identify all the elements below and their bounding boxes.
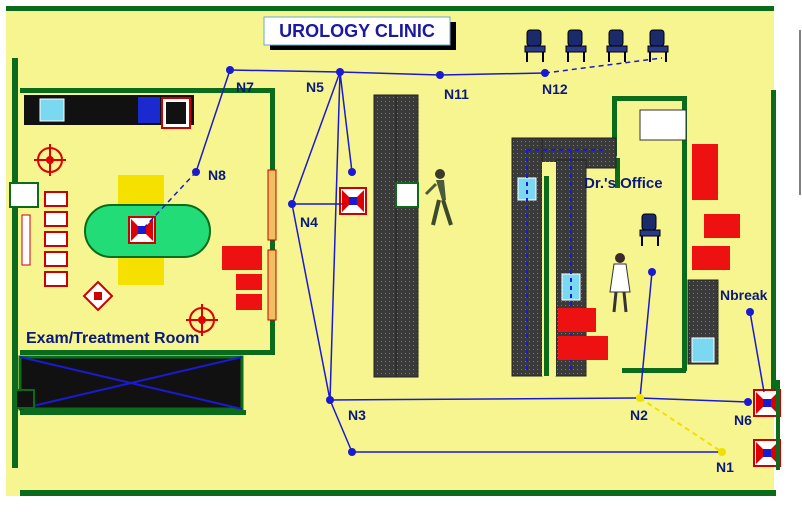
walking-person-icon (424, 169, 453, 226)
node-label-n11: N11 (444, 86, 469, 102)
exam-shelf-4 (44, 251, 68, 267)
node-label-n2: N2 (630, 407, 648, 423)
exam-side-rail (21, 214, 31, 266)
exam-shelf-2 (44, 211, 68, 227)
bottom-wall (20, 490, 776, 496)
office-label: Dr.'s Office (584, 175, 663, 192)
exam-room-label: Exam/Treatment Room (26, 330, 199, 347)
left-wall (12, 58, 18, 468)
doctor-icon (609, 253, 631, 313)
exam-cabinet (138, 97, 160, 123)
node-label-nbreak: Nbreak (720, 287, 768, 303)
node-label-n1: N1 (716, 459, 734, 475)
office-left-wall (612, 96, 617, 156)
exam-sink (39, 98, 65, 122)
corridor-partition-right (395, 94, 419, 378)
office-bottom-wall (622, 368, 686, 373)
title-box (263, 16, 451, 46)
office-divider-line (544, 176, 549, 376)
right-cabinet-1 (692, 144, 718, 200)
node-label-n5: N5 (306, 79, 324, 95)
exam-cabinet-red-2 (236, 274, 262, 290)
right-cabinet-3 (692, 246, 730, 270)
right-sink (691, 337, 715, 363)
light-icon (186, 304, 218, 336)
office-sink-1 (517, 177, 537, 201)
node-label-n8: N8 (208, 167, 226, 183)
corridor-window (395, 182, 419, 208)
top-wall (6, 6, 774, 11)
office-window (639, 109, 687, 141)
node-label-n12: N12 (542, 81, 568, 97)
exam-room-bottom-wall (20, 350, 275, 355)
page-title: UROLOGY CLINIC (279, 21, 435, 41)
path-edge-yellow (639, 397, 723, 453)
n4-exit-icon (339, 187, 367, 215)
office-desk-red-1 (558, 308, 596, 332)
node-label-n7: N7 (236, 79, 254, 95)
exam-shelf-5 (44, 271, 68, 287)
office-right-wall (682, 96, 687, 371)
exam-shelf-3 (44, 231, 68, 247)
node-label-n3: N3 (348, 407, 366, 423)
bottom-left-wall (20, 410, 246, 415)
exam-window (9, 182, 39, 208)
exam-room-door (267, 169, 277, 241)
stool-icon (82, 280, 114, 312)
node-label-n6: N6 (734, 412, 752, 428)
exam-room-door-2 (267, 249, 277, 321)
right-cabinet-2 (704, 214, 740, 238)
node-markers (192, 66, 754, 456)
exam-cabinet-red-3 (236, 294, 262, 310)
office-top-wall (612, 96, 686, 101)
path-edges (195, 69, 765, 453)
node-label-n4: N4 (300, 214, 318, 230)
exam-shelf-1 (44, 191, 68, 207)
path-edges-dashed (141, 57, 663, 231)
exam-room-top-wall (20, 88, 272, 93)
office-desk-red-2 (558, 336, 608, 360)
corridor-partition-left (373, 94, 397, 378)
exam-cabinet-red-1 (222, 246, 262, 270)
office-inner-wall (615, 158, 620, 188)
crosshair-icon (34, 144, 66, 176)
right-wall (771, 90, 776, 390)
